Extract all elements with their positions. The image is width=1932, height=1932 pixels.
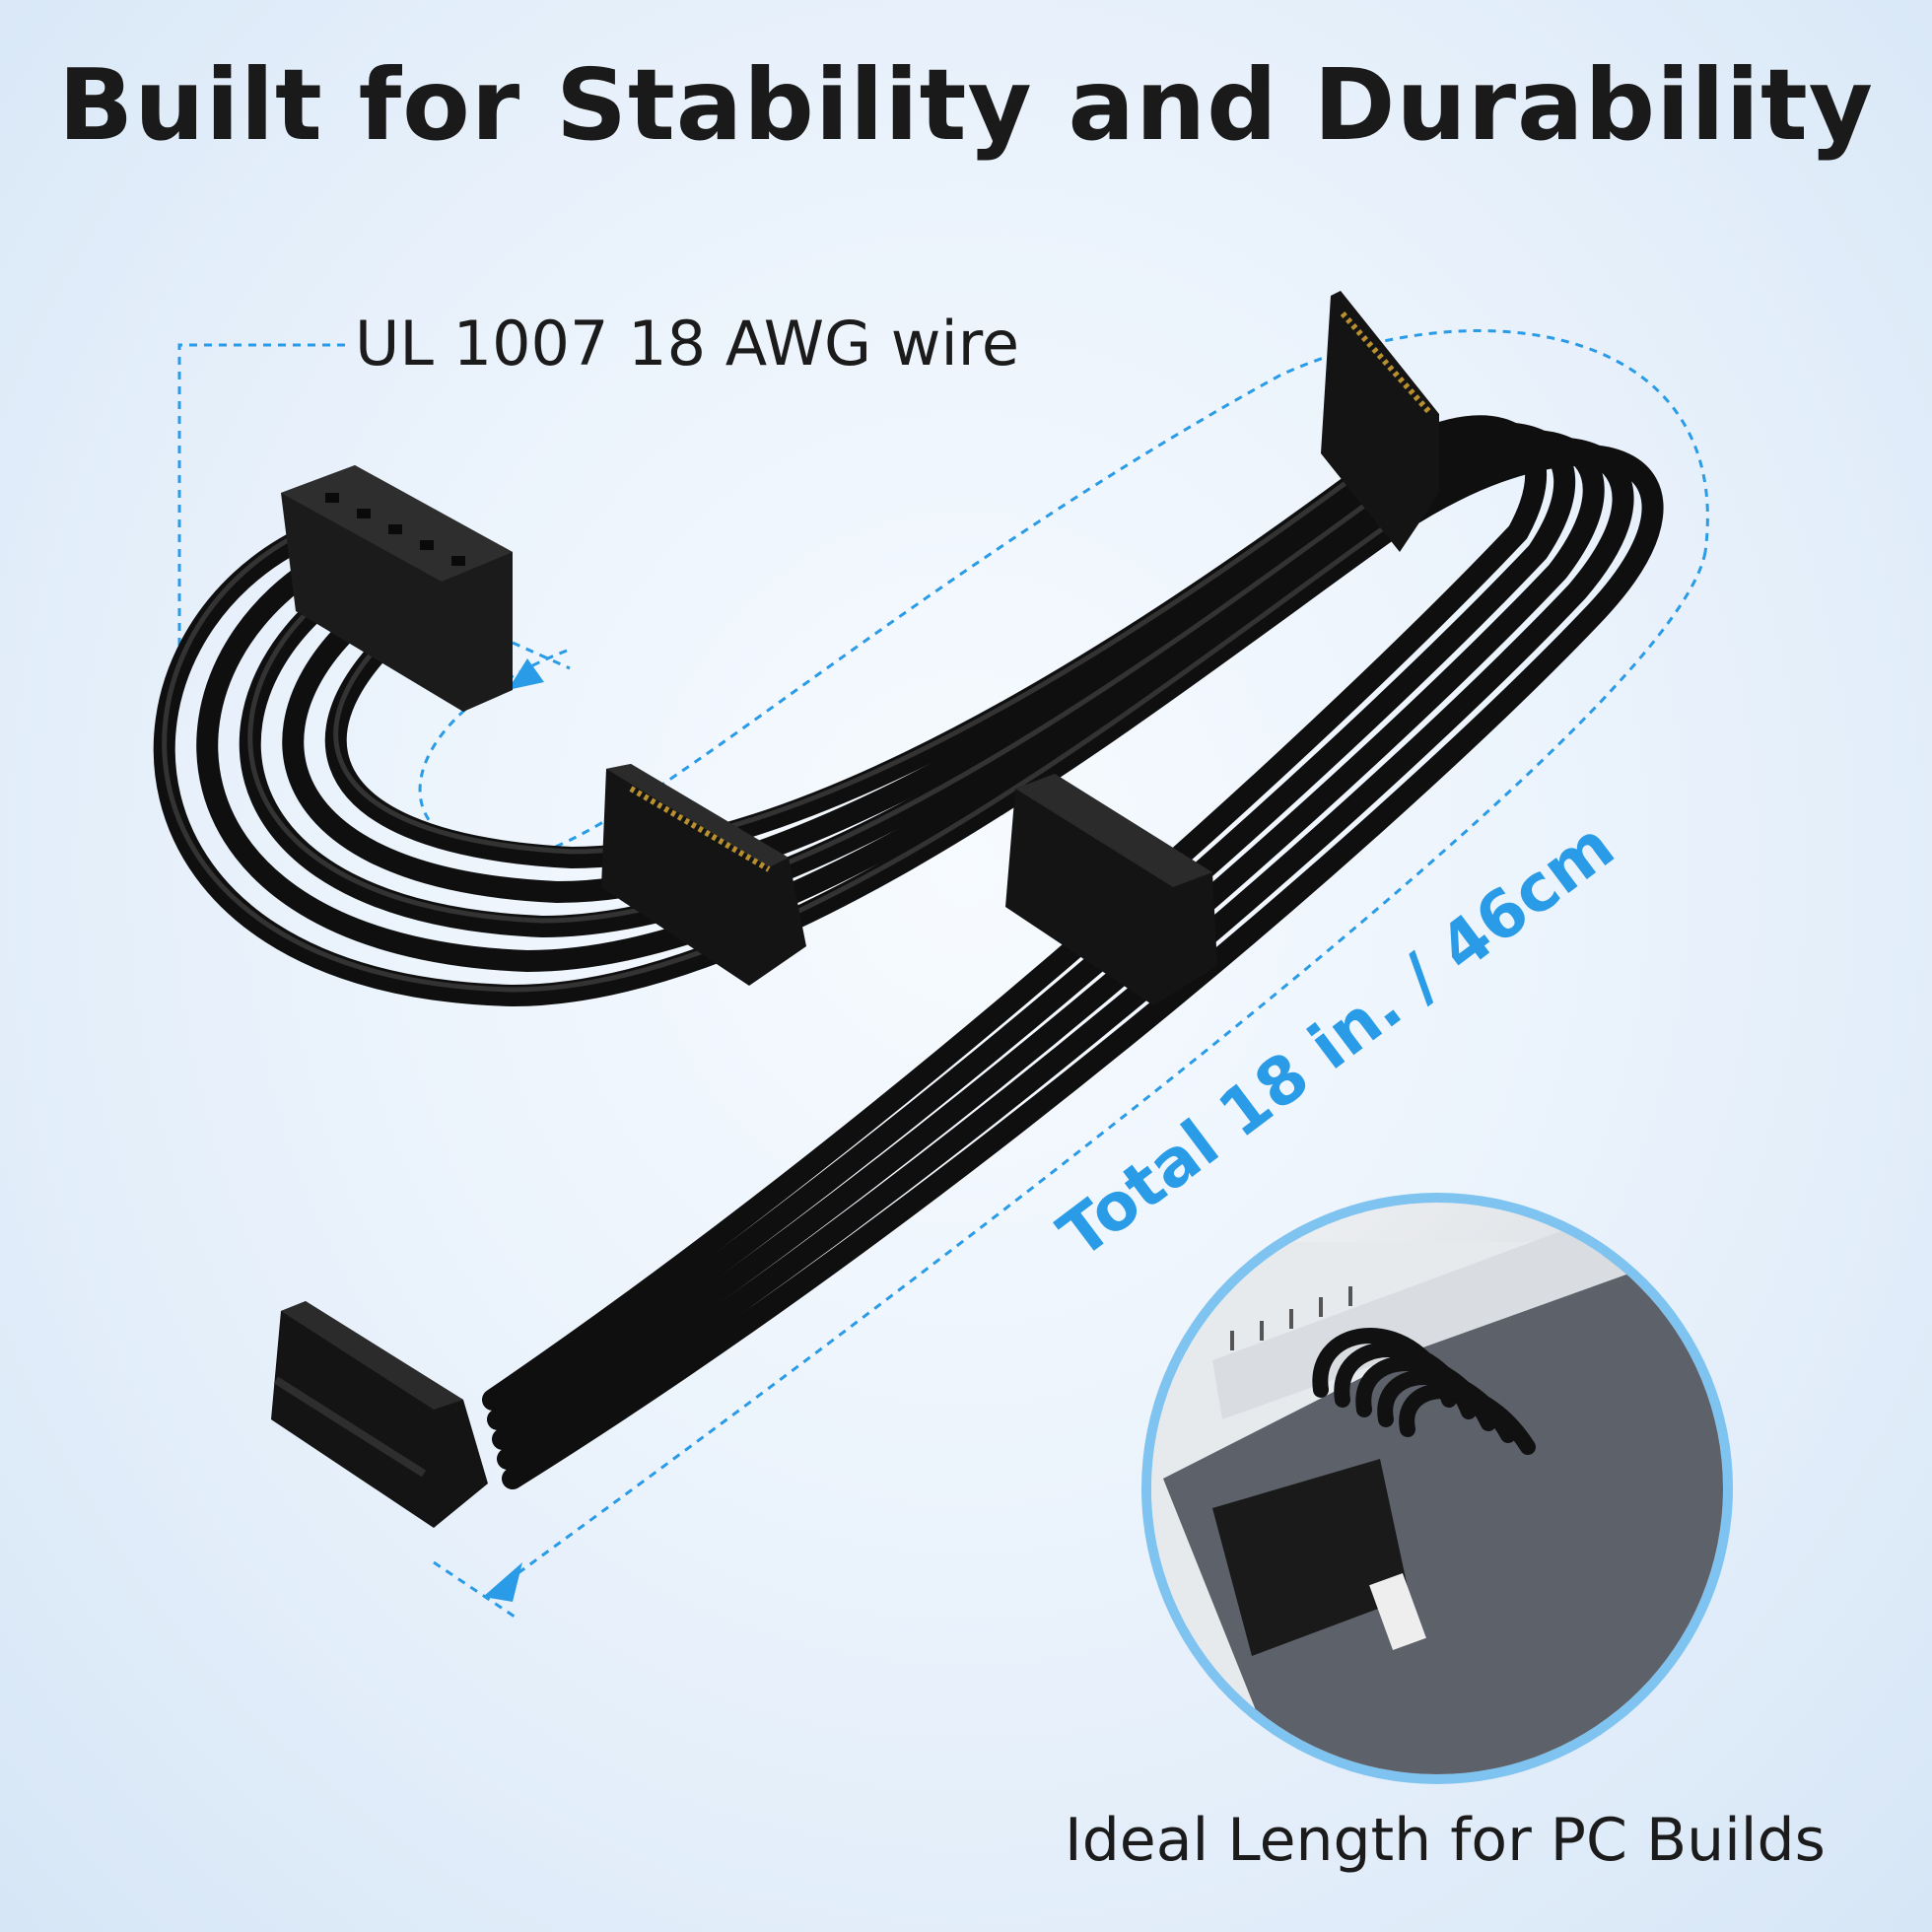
length-guide xyxy=(418,329,1709,1621)
sata-connector-center xyxy=(1005,774,1217,1005)
sata-connector-top xyxy=(1321,291,1439,552)
length-arrow-tail xyxy=(483,1562,522,1602)
sata-connector-end xyxy=(271,1301,488,1528)
page-title: Built for Stability and Durability xyxy=(58,47,1874,163)
inset-caption: Ideal Length for PC Builds xyxy=(1065,1806,1826,1875)
length-arrow-head xyxy=(508,658,544,690)
wire-spec-label: UL 1007 18 AWG wire xyxy=(355,308,1020,380)
wire-callout-guide xyxy=(177,343,345,672)
pc-build-inset xyxy=(1141,1193,1733,1784)
sata-connector-mid xyxy=(601,764,806,986)
header-connector xyxy=(281,465,513,712)
